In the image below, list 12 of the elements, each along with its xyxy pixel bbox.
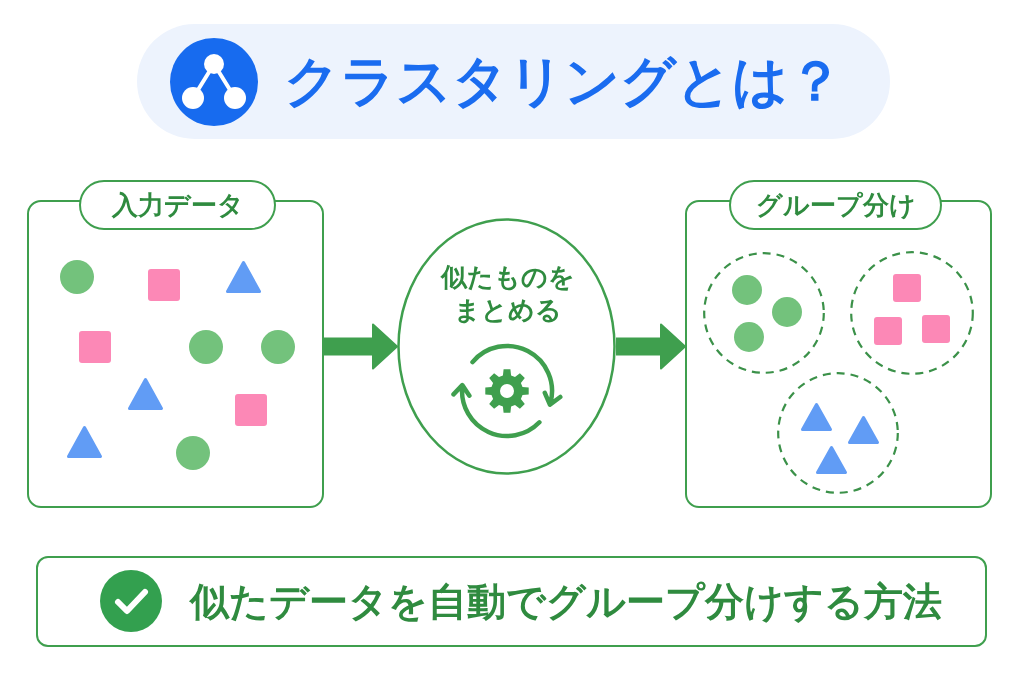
heading-tab: グループ分け (729, 180, 942, 230)
process-label: 似たものをまとめる (439, 261, 576, 327)
cluster-circle (850, 251, 974, 375)
summary-box (36, 556, 987, 647)
arrow (616, 323, 686, 370)
arrow (324, 323, 398, 370)
process-ellipse (397, 218, 616, 475)
summary-text: 似たデータを自動でグループ分けする方法 (190, 579, 942, 624)
heading-tab: 入力データ (79, 180, 276, 230)
title: クラスタリングとは？ (284, 49, 843, 114)
cluster-circle (703, 252, 825, 374)
cluster-circle (777, 372, 899, 494)
